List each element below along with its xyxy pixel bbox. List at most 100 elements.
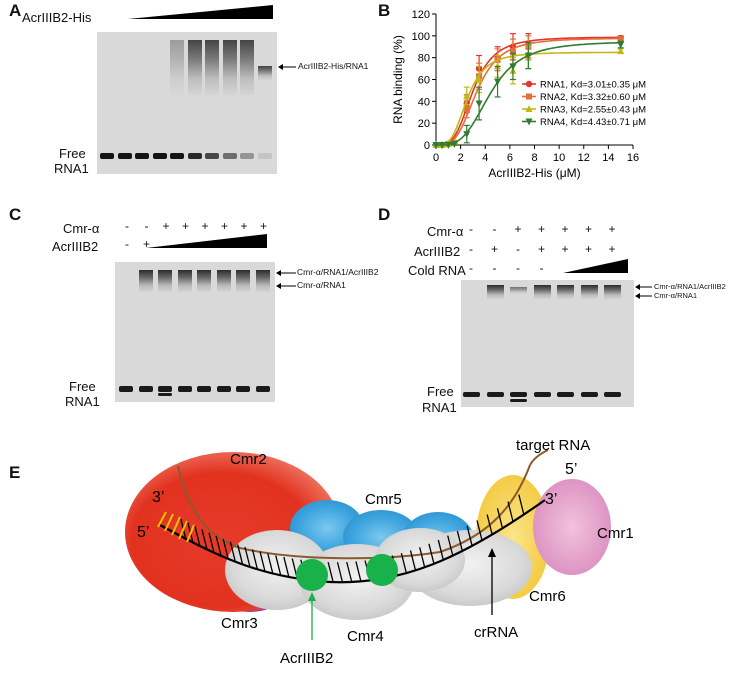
- base-pair-tick: [215, 535, 222, 557]
- panel-d-row2-symbol: +: [537, 242, 545, 256]
- label-cmr5: Cmr5: [365, 491, 402, 508]
- chart-point: [450, 140, 458, 148]
- panel-d-label: D: [378, 205, 391, 224]
- chart-y-tick-label: 120: [412, 9, 430, 21]
- gel-a-free-band: [187, 153, 202, 159]
- gel-c-free-band: [177, 386, 192, 392]
- gel-a-complex-smear: [187, 40, 202, 95]
- gel-d-free-band: [533, 392, 551, 397]
- chart-point: [617, 47, 625, 55]
- gel-d-free-band: [510, 392, 527, 397]
- label-5prime-left: 5’: [137, 524, 149, 541]
- panel-d-row2-symbol: +: [608, 242, 616, 256]
- acriiib2-pointer-head: [308, 592, 316, 601]
- gel-a-complex-smear: [170, 40, 184, 95]
- label-cmr6: Cmr6: [529, 588, 566, 605]
- gel-a-free-band: [222, 153, 237, 159]
- gel-c-complex-smear: [216, 270, 231, 292]
- panel-a-free-label-1: Free: [59, 146, 86, 161]
- chart-x-tick-label: 12: [578, 152, 590, 164]
- gel-d-free-band: [557, 392, 574, 397]
- gel-c-free-band: [216, 386, 231, 392]
- chart-point: [525, 105, 533, 112]
- base-pair-tick: [409, 550, 417, 571]
- chart-x-tick-label: 6: [507, 152, 513, 164]
- panel-c-row2-symbol: -: [125, 237, 129, 251]
- panel-d-row1-label: Cmr-α: [427, 224, 464, 239]
- base-pair-tick: [267, 553, 274, 574]
- panel-a-complex-label: AcrIIIB2-His/RNA1: [298, 61, 369, 71]
- panel-d-free-label-2: RNA1: [422, 400, 457, 415]
- panel-c-free-label-1: Free: [69, 379, 96, 394]
- gel-a-free-band: [205, 153, 219, 159]
- chart-x-tick-label: 2: [458, 152, 464, 164]
- panel-d-complex-upper: Cmr-α/RNA1/AcrIIIB2: [654, 282, 726, 291]
- gel-c-complex-smear: [138, 270, 153, 292]
- label-cmr3: Cmr3: [221, 615, 258, 632]
- base-pair-tick: [201, 529, 208, 550]
- panel-d-row1-symbol: -: [469, 222, 473, 236]
- gel-a-free-band: [100, 153, 114, 159]
- gel-d-free-band: [486, 392, 504, 397]
- base-pair-tick: [259, 551, 266, 572]
- base-pair-tick: [327, 561, 334, 583]
- crrna-pointer-head: [488, 548, 496, 557]
- base-pair-tick: [208, 532, 215, 553]
- panel-d-row3-symbol: -: [469, 261, 473, 275]
- label-target-rna: target RNA: [516, 437, 590, 454]
- chart-y-tick-label: 0: [424, 140, 430, 152]
- panel-d-row2-symbol: -: [516, 242, 520, 256]
- chart-point: [475, 75, 483, 83]
- chart-point: [617, 41, 625, 49]
- panel-c-label: C: [9, 205, 22, 224]
- panel-d-row3-symbol: -: [492, 261, 497, 275]
- base-pair-tick: [466, 525, 473, 547]
- acriiib2-circle-1: [296, 559, 328, 591]
- chart-y-tick-label: 60: [418, 75, 430, 87]
- gel-c-complex-smear: [197, 270, 211, 292]
- panel-c-row1-symbol: +: [220, 219, 228, 233]
- gel-c-complex-smear: [236, 270, 250, 292]
- gel-d-complex-smear: [580, 285, 598, 299]
- gel-a-complex-smear: [240, 40, 254, 95]
- gel-d-free-band: [580, 392, 598, 397]
- chart-point: [494, 78, 502, 86]
- label-cmr4: Cmr4: [347, 628, 384, 645]
- chart-x-tick-label: 8: [531, 152, 537, 164]
- label-5prime-right: 5’: [565, 461, 577, 478]
- panel-a-free-label-2: RNA1: [54, 161, 89, 176]
- base-pair-tick: [194, 525, 201, 547]
- base-pair-tick: [336, 562, 344, 583]
- gel-c-free-band: [255, 386, 270, 392]
- label-3prime-left: 3’: [152, 489, 164, 506]
- panel-a-arrow-icon: [278, 64, 296, 70]
- chart-point: [525, 118, 533, 126]
- gel-c-free-band: [138, 386, 153, 392]
- panel-c-arrow-lower-icon: [276, 283, 296, 289]
- gel-d-complex-smear: [533, 285, 551, 299]
- chart-y-tick-label: 80: [418, 53, 430, 65]
- gel-c-free-band: [119, 386, 133, 392]
- label-cmr2: Cmr2: [230, 451, 267, 468]
- label-acriiib2: AcrIIIB2: [280, 650, 333, 667]
- chart-y-tick-label: 100: [412, 31, 430, 43]
- panel-a-gradient-wedge: [128, 5, 273, 19]
- base-pair-tick: [518, 494, 525, 515]
- panel-d-row2-symbol: +: [584, 242, 592, 256]
- panel-c-arrow-upper-icon: [276, 270, 296, 276]
- panel-d-row1-symbol: +: [561, 222, 569, 236]
- target-rna-strand: [177, 464, 531, 560]
- panel-c-row1-symbol: +: [162, 219, 170, 233]
- panel-a-titration-label: AcrIIIB2-His: [22, 10, 92, 25]
- gel-d-complex-smear: [486, 285, 504, 299]
- gel-c-free-band: [197, 386, 211, 392]
- panel-d-row1-symbol: -: [492, 222, 497, 236]
- gel-a-complex-smear: [257, 66, 272, 80]
- base-pair-tick: [428, 543, 435, 564]
- panel-c-free-label-2: RNA1: [65, 394, 100, 409]
- base-pair-tick: [251, 549, 259, 570]
- gel-a-free-band: [170, 153, 184, 159]
- gel-a-free-band: [152, 153, 167, 159]
- base-pair-tick: [419, 547, 426, 568]
